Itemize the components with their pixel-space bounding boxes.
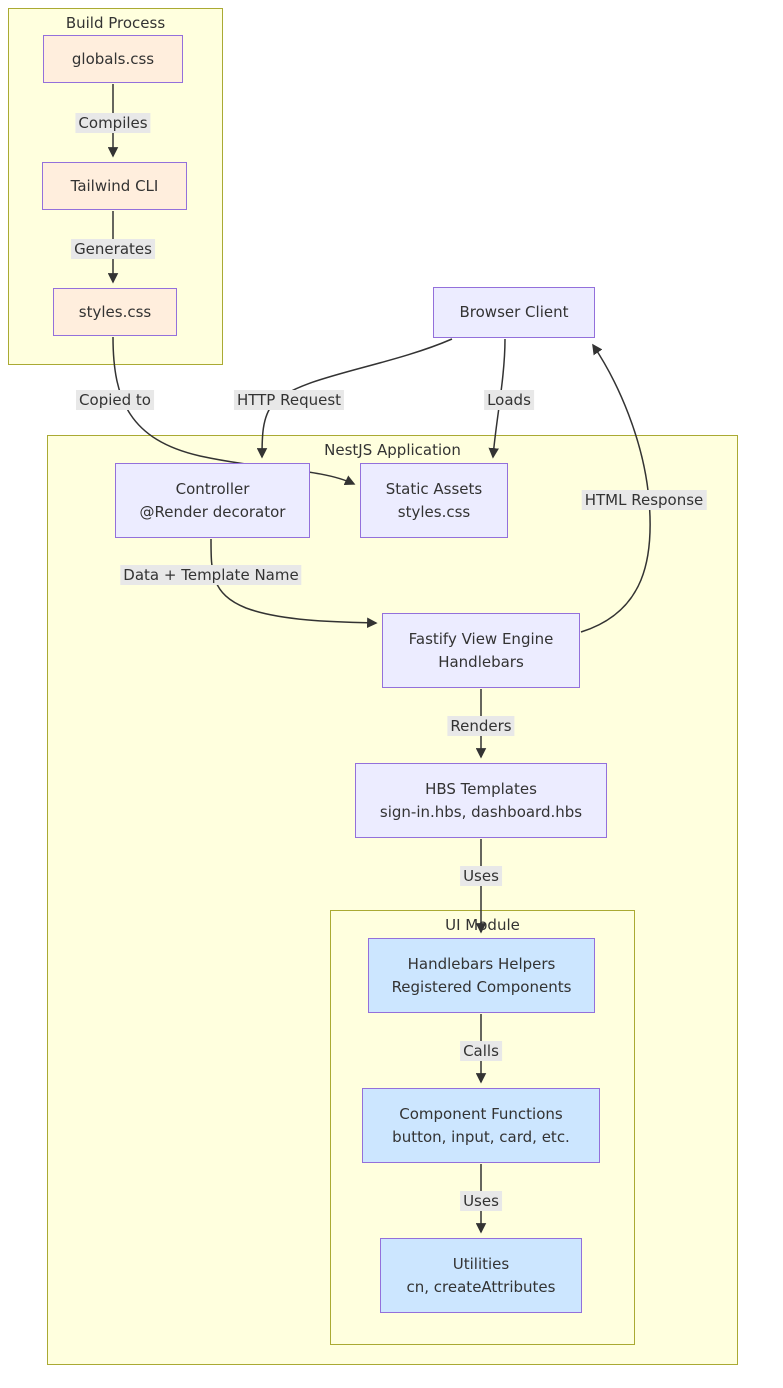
node-controller: Controller @Render decorator <box>115 463 310 538</box>
node-globals-css-label: globals.css <box>71 49 155 68</box>
edge-label-uses-templates: Uses <box>460 866 502 886</box>
node-helpers-line1: Handlebars Helpers <box>407 954 556 973</box>
subgraph-nestjs-application-title: NestJS Application <box>324 441 461 459</box>
subgraph-build-process-title: Build Process <box>65 14 166 32</box>
edge-copied-to <box>112 336 356 485</box>
node-fastify-view-engine: Fastify View Engine Handlebars <box>382 613 580 688</box>
node-controller-line1: Controller <box>175 479 250 498</box>
node-utilities: Utilities cn, createAttributes <box>380 1238 582 1313</box>
node-components-line2: button, input, card, etc. <box>392 1127 570 1146</box>
node-browser-client: Browser Client <box>433 287 595 338</box>
node-hbs-templates: HBS Templates sign-in.hbs, dashboard.hbs <box>355 763 607 838</box>
node-hbs-line1: HBS Templates <box>425 779 537 798</box>
edge-label-calls: Calls <box>460 1041 502 1061</box>
node-fastify-line1: Fastify View Engine <box>408 629 554 648</box>
node-utilities-line2: cn, createAttributes <box>406 1277 556 1296</box>
node-hbs-line2: sign-in.hbs, dashboard.hbs <box>379 802 583 821</box>
node-globals-css: globals.css <box>43 35 183 83</box>
node-styles-css-label: styles.css <box>78 302 152 321</box>
node-component-functions: Component Functions button, input, card,… <box>362 1088 600 1163</box>
edge-label-data-template-name: Data + Template Name <box>120 565 302 585</box>
edge-label-uses-utilities: Uses <box>460 1191 502 1211</box>
node-static-assets-line2: styles.css <box>397 502 471 521</box>
node-static-assets: Static Assets styles.css <box>360 463 508 538</box>
edge-label-generates: Generates <box>71 239 155 259</box>
node-tailwind-cli: Tailwind CLI <box>42 162 187 210</box>
edge-label-copied-to: Copied to <box>76 390 154 410</box>
edge-label-http-request: HTTP Request <box>233 390 345 410</box>
node-controller-line2: @Render decorator <box>139 502 286 521</box>
node-components-line1: Component Functions <box>399 1104 563 1123</box>
node-tailwind-cli-label: Tailwind CLI <box>70 176 159 195</box>
edge-html-response <box>580 343 651 633</box>
node-helpers-line2: Registered Components <box>391 977 572 996</box>
node-utilities-line1: Utilities <box>452 1254 510 1273</box>
edge-label-compiles: Compiles <box>75 113 151 133</box>
node-handlebars-helpers: Handlebars Helpers Registered Components <box>368 938 595 1013</box>
edge-label-renders: Renders <box>447 716 515 736</box>
edge-label-html-response: HTML Response <box>581 490 707 510</box>
node-styles-css: styles.css <box>53 288 177 336</box>
node-browser-client-label: Browser Client <box>459 303 569 321</box>
node-fastify-line2: Handlebars <box>438 652 524 671</box>
node-static-assets-line1: Static Assets <box>385 479 483 498</box>
edge-label-loads: Loads <box>484 390 534 410</box>
